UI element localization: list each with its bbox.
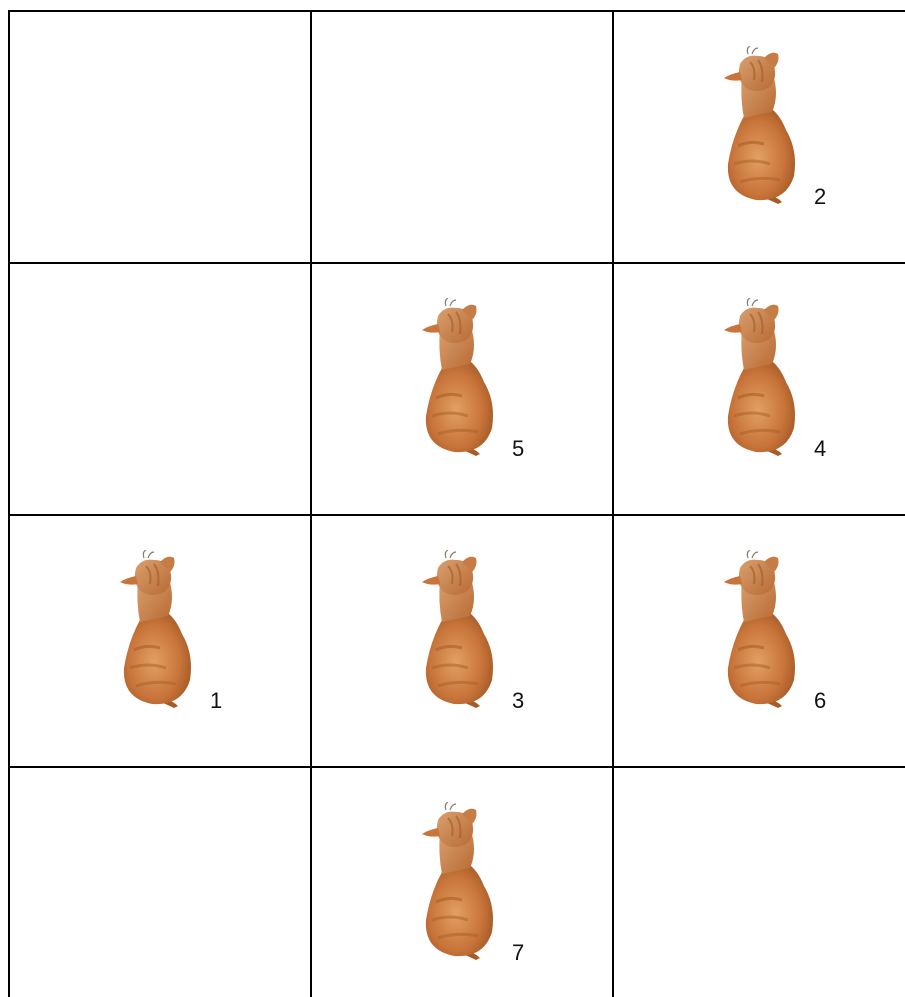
- grid-cell-r2-c3: 4: [614, 264, 905, 516]
- cat-icon: [106, 550, 206, 710]
- grid-cell-r2-c1: [10, 264, 312, 516]
- cat-number-label: 2: [814, 184, 826, 210]
- grid-cell-r3-c3: 6: [614, 516, 905, 768]
- grid-cell-r2-c2: 5: [312, 264, 614, 516]
- cat-icon: [710, 46, 810, 206]
- cat-number-label: 6: [814, 688, 826, 714]
- grid-cell-r1-c1: [10, 12, 312, 264]
- cat-icon: [408, 298, 508, 458]
- cat-icon: [710, 298, 810, 458]
- cat-icon: [710, 550, 810, 710]
- grid-cell-r4-c1: [10, 768, 312, 997]
- cat-number-label: 3: [512, 688, 524, 714]
- grid-cell-r3-c2: 3: [312, 516, 614, 768]
- cat-number-label: 1: [210, 688, 222, 714]
- cat-grid: 2 5: [8, 10, 905, 997]
- cat-number-label: 7: [512, 940, 524, 966]
- cat-icon: [408, 550, 508, 710]
- cat-number-label: 5: [512, 436, 524, 462]
- grid-cell-r1-c2: [312, 12, 614, 264]
- grid-cell-r3-c1: 1: [10, 516, 312, 768]
- cat-number-label: 4: [814, 436, 826, 462]
- grid-cell-r4-c3: [614, 768, 905, 997]
- cat-icon: [408, 802, 508, 962]
- grid-cell-r4-c2: 7: [312, 768, 614, 997]
- grid-cell-r1-c3: 2: [614, 12, 905, 264]
